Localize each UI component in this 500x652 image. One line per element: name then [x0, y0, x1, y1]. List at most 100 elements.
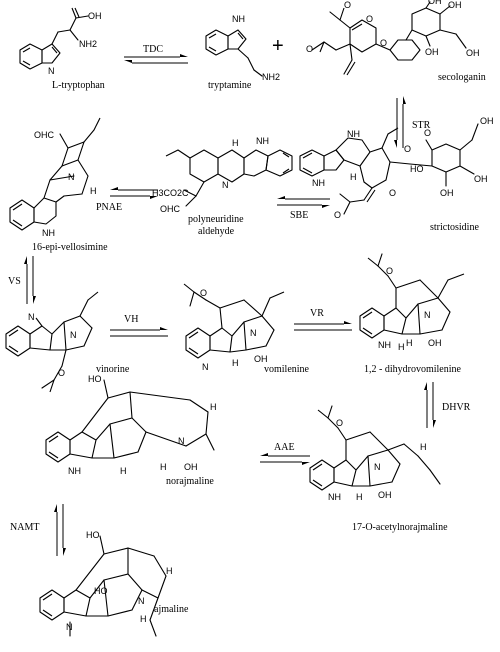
atom-label-n: N [68, 172, 75, 182]
atom-label-o: O [386, 266, 393, 276]
atom-label-o: O [334, 210, 341, 220]
atom-label-nh: NH [347, 129, 360, 139]
atom-label-n: N [66, 622, 73, 632]
atom-label-nh: NH [312, 178, 325, 188]
atom-label-h: H [406, 338, 413, 348]
compound-name-tryptamine: tryptamine [208, 80, 252, 91]
compound-name-norajmaline: norajmaline [166, 476, 214, 487]
arrow-pnae: PNAE [96, 187, 158, 213]
atom-label-h: H [120, 466, 127, 476]
arrow-vr: VR [294, 308, 352, 331]
atom-label-oh: OH [448, 0, 462, 10]
atom-label-n: N [374, 462, 381, 472]
compound-name-17-o-acetylnorajmaline: 17-O-acetylnorajmaline [352, 522, 448, 533]
atom-label-o: O [344, 0, 351, 10]
compound-name-vomilenine: vomilenine [264, 364, 310, 375]
atom-label-o: O [200, 288, 207, 298]
structure-strictosidine: NH NH H O O O OH OH OH HO O strictosidin… [299, 116, 494, 233]
atom-label-n: N [424, 310, 431, 320]
atom-label-n: N [48, 66, 55, 76]
arrow-aae: AAE [260, 442, 310, 465]
atom-label-n: N [202, 362, 209, 372]
compound-name-1-2-dihydrovomilenine: 1,2 - dihydrovomilenine [364, 364, 461, 375]
enzyme-label-sbe: SBE [290, 210, 308, 221]
atom-label-h: H [232, 138, 239, 148]
atom-label-h: H [420, 442, 427, 452]
atom-label-ohc: OHC [160, 204, 181, 214]
atom-label-n: N [178, 436, 185, 446]
arrow-namt: NAMT [10, 504, 66, 556]
atom-label-h: H [350, 172, 357, 182]
atom-label-n: N [70, 330, 77, 340]
plus-sign: + [272, 35, 284, 57]
atom-label-o: O [58, 368, 65, 378]
atom-label-oh: OH [440, 188, 454, 198]
atom-label-ohc: OHC [34, 130, 55, 140]
arrow-str: STR [394, 96, 431, 148]
structure-ajmaline: HO H HO N H N ajmaline [39, 530, 189, 637]
enzyme-label-dhvr: DHVR [442, 402, 471, 413]
enzyme-label-tdc: TDC [143, 44, 163, 55]
atom-label-nh: NH [68, 466, 81, 476]
atom-label-o: O [336, 418, 343, 428]
atom-label-h: H [232, 358, 239, 368]
compound-name-secologanin: secologanin [438, 72, 486, 83]
atom-label-oh: OH [378, 490, 392, 500]
atom-label-oh: OH [254, 354, 268, 364]
structure-vomilenine: N N OH H O vomilenine [183, 283, 310, 375]
enzyme-label-namt: NAMT [10, 522, 39, 533]
atom-label-h: H [356, 492, 363, 502]
atom-label-oh: OH [428, 338, 442, 348]
atom-label-h: H [210, 402, 217, 412]
atom-label-oh: OH [466, 48, 480, 58]
structure-1-2-dihydrovomilenine: NH N OH H H O 1,2 - dihydrovomilenine [359, 253, 465, 375]
atom-label-nh: NH [328, 492, 341, 502]
structure-17-o-acetylnorajmaline: NH N OH H H O 17-O-acetylnorajmaline [309, 405, 448, 533]
atom-label-ho: HO [86, 530, 100, 540]
atom-label-h: H [398, 342, 405, 352]
atom-label-nh: NH [232, 14, 245, 24]
enzyme-label-vs: VS [8, 276, 21, 287]
structure-secologanin: O O O O OH OH OH OH secologanin [306, 0, 486, 83]
atom-label-oh: OH [425, 47, 439, 57]
structure-l-tryptophan: OH NH2 N L-tryptophan [19, 7, 105, 91]
atom-label-nh: NH [378, 340, 391, 350]
atom-label-n: N [138, 596, 145, 606]
atom-label-nh: NH [256, 136, 269, 146]
atom-label-nh2: NH2 [79, 39, 97, 49]
compound-name-l-tryptophan: L-tryptophan [52, 80, 105, 91]
enzyme-label-str: STR [412, 120, 431, 131]
atom-label-o: O [389, 188, 396, 198]
atom-label-nh: NH [42, 228, 55, 238]
compound-name-16-epi-vellosimine: 16-epi-vellosimine [32, 242, 108, 253]
arrow-vs: VS [8, 256, 36, 304]
enzyme-label-vh: VH [124, 314, 138, 325]
structure-polyneuridine-aldehyde: H N NH H3CO2C OHC polyneuridine aldehyde [152, 136, 293, 237]
arrow-sbe: SBE [277, 196, 330, 221]
atom-label-h: H [140, 614, 147, 624]
compound-name-strictosidine: strictosidine [430, 222, 479, 233]
atom-label-o: O [424, 128, 431, 138]
atom-label-oh: OH [480, 116, 494, 126]
arrow-vh: VH [110, 314, 168, 337]
atom-label-oh: OH [428, 0, 442, 6]
atom-label-nh2: NH2 [262, 72, 280, 82]
atom-label-o: O [380, 38, 387, 48]
compound-name-vinorine: vinorine [96, 364, 130, 375]
arrow-dhvr: DHVR [424, 382, 471, 428]
atom-label-h3co2c: H3CO2C [152, 188, 189, 198]
structure-norajmaline: HO N OH H H H NH norajmaline [45, 374, 217, 487]
compound-name-ajmaline: ajmaline [154, 604, 189, 615]
compound-name-polyneuridine-l1: polyneuridine [188, 214, 244, 225]
atom-label-o: O [306, 44, 313, 54]
atom-label-ho: HO [94, 586, 108, 596]
atom-label-o: O [404, 144, 411, 154]
atom-label-oh: OH [474, 174, 488, 184]
atom-label-oh: OH [88, 11, 102, 21]
atom-label-n: N [28, 312, 35, 322]
structure-tryptamine: NH NH2 tryptamine [205, 14, 280, 91]
atom-label-h: H [90, 186, 97, 196]
atom-label-ho: HO [88, 374, 102, 384]
atom-label-o: O [366, 14, 373, 24]
